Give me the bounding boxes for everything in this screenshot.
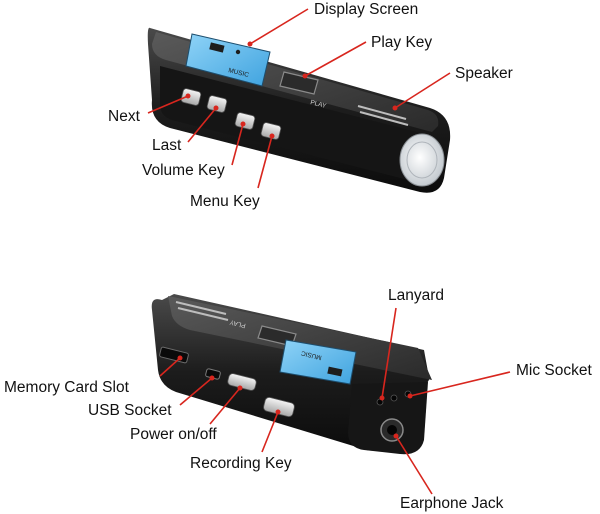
- leader-last: [187, 107, 217, 143]
- label-earphone-jack: Earphone Jack: [400, 495, 504, 512]
- leader-memory-card-slot: [159, 357, 181, 377]
- top-next-button[interactable]: [180, 88, 202, 106]
- leader-menu-key: [257, 135, 273, 189]
- label-volume-key: Volume Key: [142, 162, 225, 179]
- top-recorder: MUSIC PLAY: [147, 27, 451, 193]
- bottom-recorder-end-face: [348, 382, 428, 455]
- top-screen-text: MUSIC: [228, 67, 250, 79]
- bottom-speaker-grille: [175, 301, 229, 321]
- label-mic-socket: Mic Socket: [516, 362, 592, 379]
- top-end-cap: [399, 133, 445, 187]
- leader-usb-socket: [179, 377, 213, 406]
- label-lanyard: Lanyard: [388, 287, 444, 304]
- bottom-recorder: PLAY MUSIC: [151, 294, 432, 455]
- label-menu-key: Menu Key: [190, 193, 260, 210]
- label-power-on-off: Power on/off: [130, 426, 217, 443]
- leader-power-on-off: [209, 387, 241, 425]
- top-display-screen: MUSIC: [185, 33, 271, 87]
- bottom-display-screen: MUSIC: [279, 339, 357, 385]
- top-speaker-grille: [357, 105, 409, 126]
- leader-earphone-jack: [395, 435, 433, 495]
- label-usb-socket: USB Socket: [88, 402, 172, 419]
- top-play-label: PLAY: [310, 99, 328, 110]
- top-recorder-side-face: [160, 66, 432, 183]
- bottom-leader-lines: [159, 307, 511, 495]
- label-last: Last: [152, 137, 182, 154]
- earphone-jack[interactable]: [380, 418, 404, 442]
- bottom-play-label: PLAY: [228, 318, 246, 329]
- label-play-key: Play Key: [371, 34, 432, 51]
- leader-lanyard: [381, 307, 397, 399]
- top-last-button[interactable]: [206, 95, 228, 113]
- leader-play-key: [304, 41, 367, 77]
- leader-display-screen: [249, 8, 309, 45]
- leader-mic-socket: [409, 371, 511, 397]
- label-recording-key: Recording Key: [190, 455, 292, 472]
- label-speaker: Speaker: [455, 65, 513, 82]
- leader-recording-key: [261, 411, 279, 453]
- leader-speaker: [394, 72, 451, 109]
- label-display-screen: Display Screen: [314, 1, 418, 18]
- top-menu-button[interactable]: [260, 122, 282, 140]
- mic-hole-1: [390, 394, 398, 402]
- top-volume-button[interactable]: [234, 112, 256, 130]
- label-memory-card-slot: Memory Card Slot: [4, 379, 130, 396]
- leader-volume-key: [231, 123, 244, 166]
- bottom-screen-text: MUSIC: [300, 349, 322, 361]
- leader-next: [147, 95, 189, 114]
- bottom-recorder-top-face: [168, 296, 432, 380]
- label-next: Next: [108, 108, 141, 125]
- top-leader-lines: [147, 8, 451, 189]
